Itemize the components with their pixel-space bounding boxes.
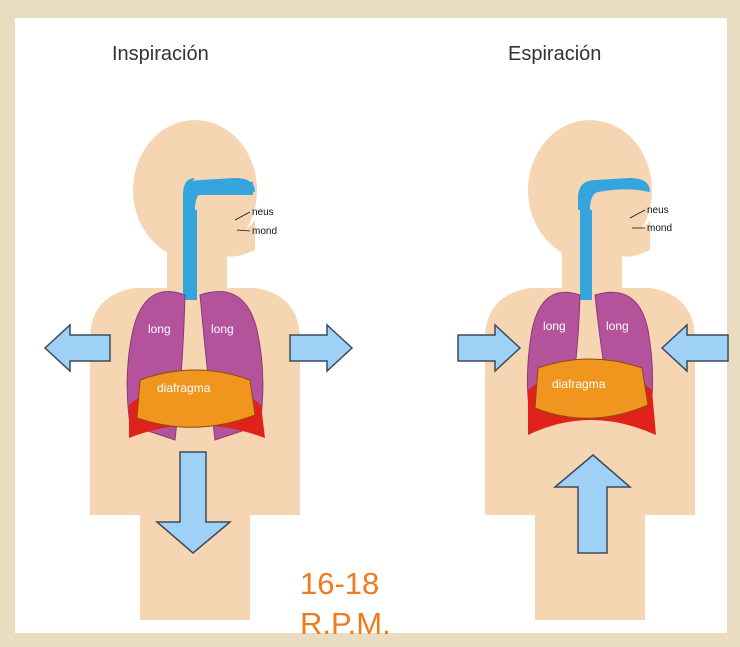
rate-value: 16-18 <box>300 568 379 599</box>
rate-unit: R.P.M. <box>300 608 391 639</box>
label-lung-left: long <box>148 322 171 336</box>
trachea <box>580 210 592 300</box>
label-diaphragm: diafragma <box>552 377 606 391</box>
label-lung-right: long <box>606 319 629 333</box>
label-mouth: mond <box>252 226 277 237</box>
label-nose: neus <box>252 207 274 218</box>
label-diaphragm: diafragma <box>157 381 211 395</box>
trachea <box>185 210 197 300</box>
diaphragm <box>137 370 255 427</box>
label-mouth: mond <box>647 223 672 234</box>
label-lung-left: long <box>543 319 566 333</box>
label-lung-right: long <box>211 322 234 336</box>
label-nose: neus <box>647 205 669 216</box>
